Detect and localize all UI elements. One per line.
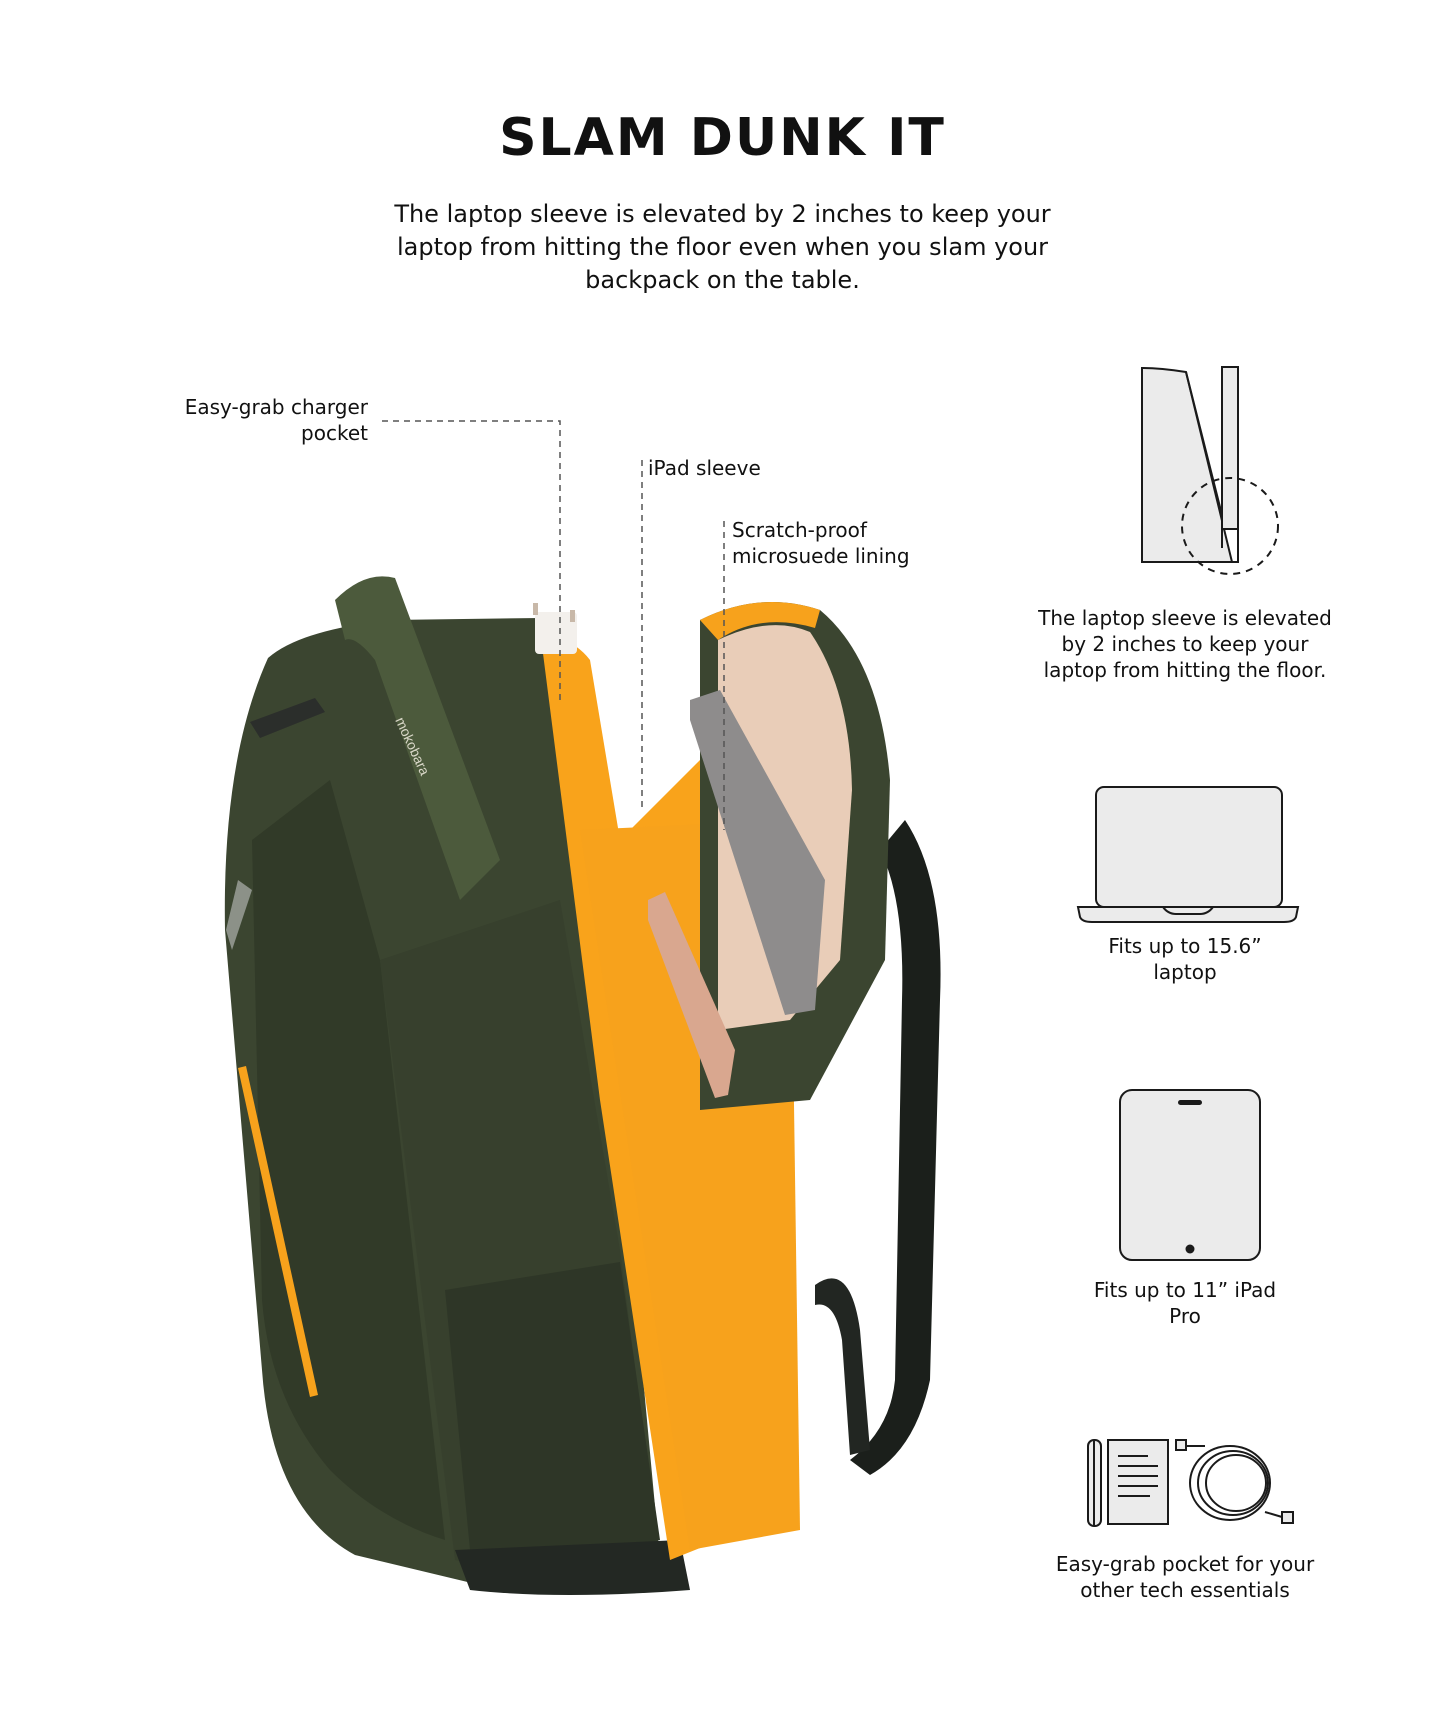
front-pocket <box>445 1262 660 1554</box>
flap-orange-trim <box>700 602 820 640</box>
callout-charger-pocket: Easy-grab charger pocket <box>184 395 368 445</box>
tablet-icon <box>1119 1089 1261 1261</box>
charger-prong-left <box>533 603 538 615</box>
strap-loop <box>815 1278 870 1455</box>
charger-plug <box>535 612 577 654</box>
feature-ipad-fit-text: Fits up to 11” iPad Pro <box>1093 1278 1277 1328</box>
laptop-in-sleeve <box>690 690 825 1015</box>
feature-laptop-fit-text: Fits up to 15.6” laptop <box>1108 934 1262 984</box>
laptop-icon <box>1076 786 1300 923</box>
backpack-base <box>455 1540 690 1595</box>
backpack-illustration: mokobara <box>224 576 941 1595</box>
ipad-in-sleeve <box>648 892 735 1098</box>
shoulder-strap <box>850 820 941 1475</box>
zipper-pull <box>250 698 325 738</box>
charger-leader-line <box>382 420 561 700</box>
backpack-sleeve-diagram-icon <box>1141 366 1279 575</box>
cable-icon <box>1175 1439 1294 1524</box>
callout-leader-lines <box>382 420 725 830</box>
reflective-patch <box>226 880 252 950</box>
top-handle <box>335 576 500 900</box>
page-title: SLAM DUNK IT <box>499 108 946 168</box>
callout-microsuede-lining: Scratch-proof microsuede lining <box>732 518 910 568</box>
feature-elevated-sleeve-text: The laptop sleeve is elevated by 2 inche… <box>1038 606 1332 682</box>
callout-ipad-sleeve: iPad sleeve <box>648 456 761 480</box>
charger-prong-right <box>570 610 575 622</box>
feature-tech-pocket-text: Easy-grab pocket for your other tech ess… <box>1055 1552 1315 1602</box>
notepad-icon <box>1107 1439 1169 1525</box>
page-subtitle: The laptop sleeve is elevated by 2 inche… <box>394 200 1051 294</box>
tech-essentials-icon <box>1087 1439 1294 1527</box>
orange-accent-stripe <box>238 1066 318 1397</box>
